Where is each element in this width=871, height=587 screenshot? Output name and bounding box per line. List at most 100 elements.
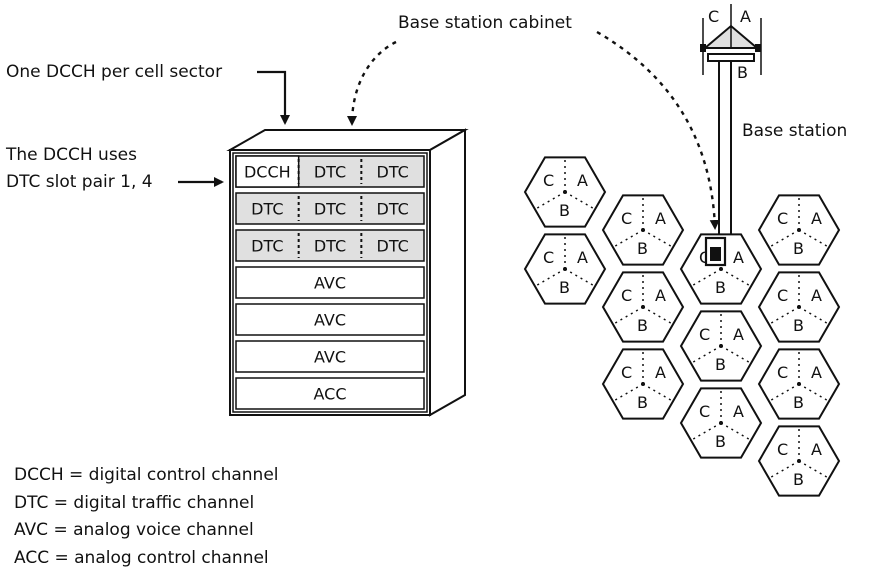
sector-label-a: A: [577, 171, 588, 190]
sector-divider: [642, 229, 675, 249]
slot-label: DCCH: [244, 163, 291, 182]
sector-label-c: C: [699, 402, 710, 421]
legend: DCCH = digital control channel DTC = dig…: [14, 462, 279, 572]
cell-center: [641, 382, 645, 386]
slot-label: AVC: [314, 274, 346, 293]
slot-label: DTC: [377, 237, 409, 256]
cell-center: [641, 228, 645, 232]
base-station-tower: [700, 4, 762, 269]
slot-label: DTC: [314, 163, 346, 182]
legend-acc: ACC = analog control channel: [14, 547, 269, 568]
slot-label: DTC: [251, 237, 283, 256]
sector-divider: [611, 383, 644, 403]
sector-label-b: B: [793, 393, 804, 412]
slot-label: DTC: [377, 163, 409, 182]
legend-dtc: DTC = digital traffic channel: [14, 492, 255, 513]
sector-label-a: A: [733, 402, 744, 421]
sector-divider: [642, 306, 675, 326]
sector-divider: [767, 229, 800, 249]
cell-site-cabinet: [704, 236, 727, 267]
sector-divider: [798, 306, 831, 326]
sector-divider: [689, 268, 722, 288]
sector-divider: [611, 229, 644, 249]
sector-label-a: A: [811, 286, 822, 305]
cell-center: [563, 190, 567, 194]
cell-center: [797, 228, 801, 232]
sector-label-b: B: [715, 278, 726, 297]
sector-divider: [642, 383, 675, 403]
sector-label-c: C: [543, 248, 554, 267]
slot-label: AVC: [314, 311, 346, 330]
slot-label: ACC: [313, 385, 346, 404]
tower-sector-c: C: [708, 7, 719, 26]
label-cabinet: Base station cabinet: [398, 13, 572, 33]
sector-label-c: C: [777, 286, 788, 305]
legend-dcch: DCCH = digital control channel: [14, 465, 279, 485]
sector-divider: [720, 422, 753, 442]
slot-label: DTC: [314, 200, 346, 219]
sector-label-c: C: [621, 209, 632, 228]
sector-label-c: C: [699, 325, 710, 344]
sector-divider: [564, 268, 597, 288]
sector-label-b: B: [559, 201, 570, 220]
sector-label-a: A: [811, 440, 822, 459]
slot-label: AVC: [314, 348, 346, 367]
slot-label: DTC: [377, 200, 409, 219]
sector-divider: [564, 191, 597, 211]
sector-label-b: B: [637, 239, 648, 258]
sector-label-b: B: [793, 239, 804, 258]
sector-divider: [767, 460, 800, 480]
cell-center: [719, 344, 723, 348]
cabinet-row: [235, 340, 425, 373]
sector-label-c: C: [777, 440, 788, 459]
arrow-cabinet-map: [596, 30, 720, 230]
cabinet-row: [235, 266, 425, 299]
sector-divider: [798, 383, 831, 403]
sector-divider: [720, 345, 753, 365]
sector-divider: [720, 268, 753, 288]
slot-label: DTC: [251, 200, 283, 219]
cell-center: [797, 382, 801, 386]
sector-divider: [533, 268, 566, 288]
sector-label-b: B: [637, 393, 648, 412]
tower-sector-b: B: [737, 63, 748, 82]
label-dcch-uses-line2: DTC slot pair 1, 4: [6, 172, 153, 192]
sector-label-b: B: [715, 432, 726, 451]
sector-label-b: B: [793, 316, 804, 335]
cell-center: [797, 305, 801, 309]
sector-label-a: A: [577, 248, 588, 267]
sector-divider: [798, 460, 831, 480]
sector-label-c: C: [543, 171, 554, 190]
cell-center: [719, 421, 723, 425]
sector-label-c: C: [777, 363, 788, 382]
sector-label-b: B: [637, 316, 648, 335]
arrow-dcch-per-sector: [257, 70, 290, 125]
cabinet-row: [235, 192, 425, 225]
sector-label-c: C: [699, 248, 710, 267]
sector-label-b: B: [559, 278, 570, 297]
cabinet-row: [235, 303, 425, 336]
cell-center: [641, 305, 645, 309]
sector-label-b: B: [793, 470, 804, 489]
sector-divider: [798, 229, 831, 249]
cell-center: [719, 267, 723, 271]
cabinet-row: [235, 377, 425, 410]
sector-label-b: B: [715, 355, 726, 374]
arrow-cabinet-label: [347, 40, 397, 126]
sector-divider: [533, 191, 566, 211]
sector-divider: [689, 345, 722, 365]
label-dcch-per-sector: One DCCH per cell sector: [6, 62, 222, 82]
label-dcch-uses-line1: The DCCH uses: [5, 145, 137, 165]
label-base-station: Base station: [742, 121, 847, 141]
sector-divider: [767, 383, 800, 403]
cell-center: [797, 459, 801, 463]
cabinet-row: [235, 229, 425, 262]
sector-divider: [689, 422, 722, 442]
sector-label-a: A: [733, 248, 744, 267]
sector-label-a: A: [733, 325, 744, 344]
sector-label-c: C: [777, 209, 788, 228]
sector-label-a: A: [655, 363, 666, 382]
sector-label-a: A: [655, 286, 666, 305]
cell-center: [563, 267, 567, 271]
